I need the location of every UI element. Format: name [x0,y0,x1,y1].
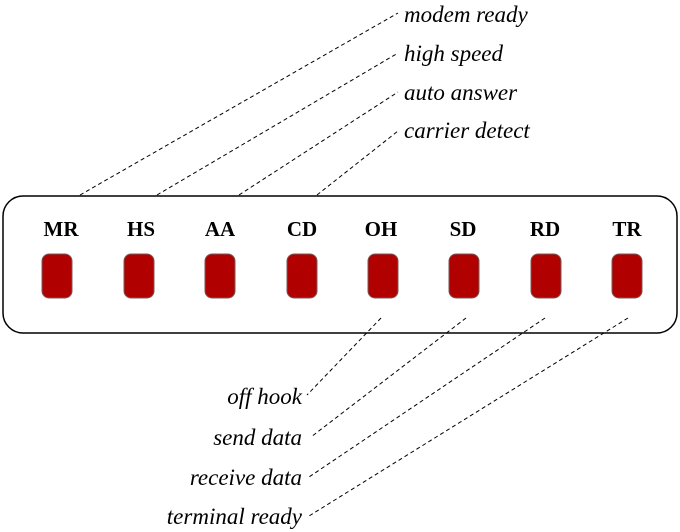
leader-line-tr [308,317,629,517]
code-oh: OH [365,217,398,241]
label-modem-ready: modem ready [404,2,528,27]
code-tr: TR [612,217,642,241]
code-sd: SD [450,217,477,241]
leader-line-sd [310,317,467,438]
code-mr: MR [44,217,80,241]
leader-line-aa [238,91,399,196]
led-aa [204,253,236,299]
code-hs: HS [127,217,155,241]
panel-frame [2,195,678,334]
code-rd: RD [530,217,560,241]
code-cd: CD [287,217,317,241]
label-high-speed: high speed [404,41,504,66]
code-aa: AA [205,217,236,241]
label-carrier-detect: carrier detect [404,118,530,143]
leader-line-rd [308,317,546,478]
label-terminal-ready: terminal ready [167,504,303,529]
led-mr [41,253,73,299]
led-hs [123,253,155,299]
led-sd [448,253,480,299]
led-tr [611,253,643,299]
label-auto-answer: auto answer [404,80,518,105]
label-send-data: send data [213,425,302,450]
led-oh [367,253,399,299]
leader-line-cd [316,130,399,196]
led-cd [286,253,318,299]
leader-line-mr [79,12,399,196]
leader-line-oh [306,317,382,396]
leader-line-hs [156,52,399,196]
label-receive-data: receive data [190,465,302,490]
led-rd [530,253,562,299]
label-off-hook: off hook [227,384,303,409]
